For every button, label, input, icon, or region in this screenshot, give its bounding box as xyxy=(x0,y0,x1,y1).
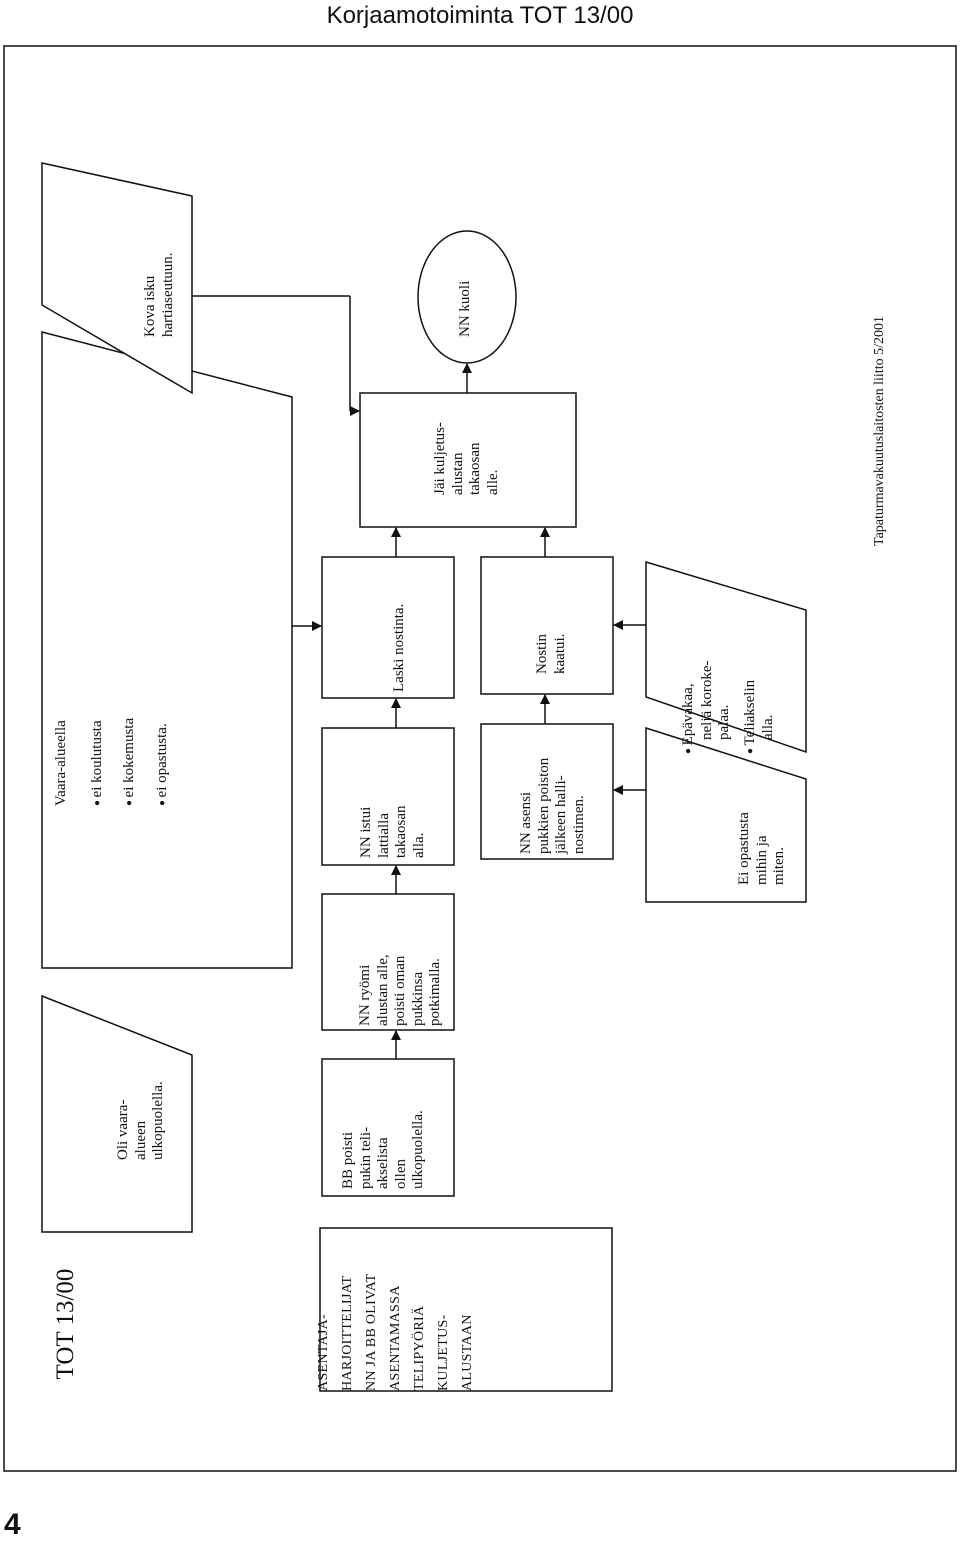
box-nn-asensi xyxy=(480,723,614,860)
vaara-alueella-text: Vaara-alueella ei koulutusta ei kokemust… xyxy=(53,636,173,806)
laski-nostinta-text: Laski nostinta. xyxy=(391,603,407,692)
box-situation xyxy=(319,1227,613,1392)
box-ei-opastusta xyxy=(645,726,807,903)
footnote: Tapaturmavakuutuslaitosten liitto 5/2001 xyxy=(872,316,887,546)
box-bb-poisti xyxy=(321,1058,455,1197)
box-nn-ryomi xyxy=(321,893,455,1031)
box-laski-nostinta xyxy=(321,556,455,699)
box-oli-vaara-alueen xyxy=(41,994,193,1233)
page-number: 4 xyxy=(4,1508,21,1541)
box-kova-isku xyxy=(41,162,193,395)
box-nn-istui xyxy=(321,727,455,866)
tot-label: TOT 13/00 xyxy=(52,1268,79,1380)
nn-kuoli-text: NN kuoli xyxy=(457,280,473,337)
page-frame xyxy=(3,45,957,1472)
epavakaa-text: Epävakaa, neljä koroke- palaa. Teliaksel… xyxy=(680,624,790,754)
box-nostin-kaatui xyxy=(480,556,614,695)
box-jai-kuljetus xyxy=(359,392,577,528)
page-header-title: Korjaamotoiminta TOT 13/00 xyxy=(326,2,634,29)
